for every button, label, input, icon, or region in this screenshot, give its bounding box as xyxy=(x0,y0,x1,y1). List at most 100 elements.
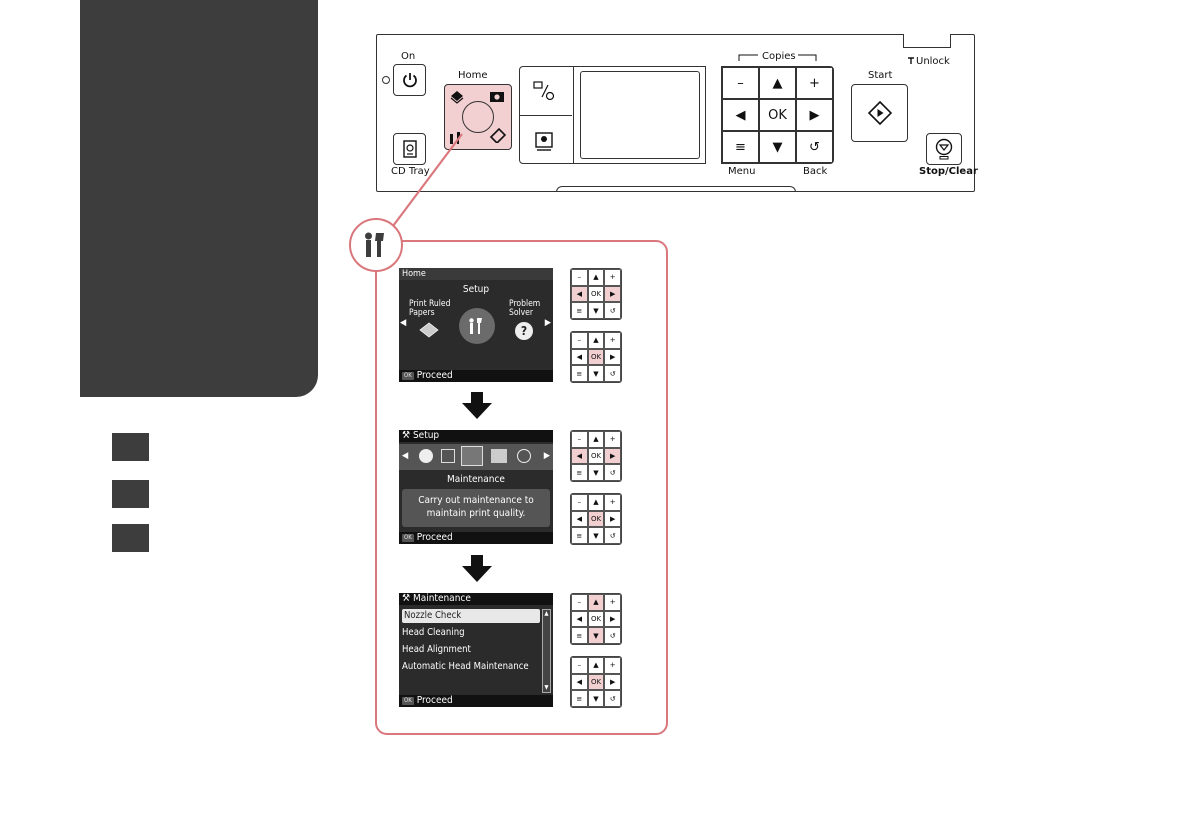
unlock-label: Unlock xyxy=(916,56,950,67)
right-button[interactable]: ▶ xyxy=(796,99,833,131)
mini-keypad-diagram: –▲+◀OK▶≡▼↺ xyxy=(570,430,622,482)
stop-button[interactable] xyxy=(926,133,962,165)
mini-key: ◀ xyxy=(571,510,588,528)
left-arrow-icon[interactable]: ◀ xyxy=(402,451,409,461)
power-led xyxy=(382,76,390,84)
power-icon xyxy=(402,73,417,88)
lcd-item-title: Maintenance xyxy=(447,474,505,485)
mini-key-highlighted: ▼ xyxy=(587,627,605,644)
mini-key-highlighted: ▶ xyxy=(604,447,621,465)
home-center-circle xyxy=(462,101,494,133)
mini-key: OK xyxy=(587,610,605,628)
mini-key: ↺ xyxy=(604,365,621,382)
lcd-header: Home xyxy=(399,268,553,280)
mini-key: ▼ xyxy=(587,302,605,319)
list-item[interactable]: Head Alignment xyxy=(402,644,471,655)
mini-key: ▲ xyxy=(587,431,605,448)
unlock-icon xyxy=(908,57,914,64)
lcd-right-option[interactable]: Problem Solver xyxy=(509,299,541,318)
setup-icon[interactable] xyxy=(459,308,495,344)
preview-icon[interactable] xyxy=(533,130,555,152)
mini-key: ↺ xyxy=(604,527,621,544)
mini-key: ▼ xyxy=(587,365,605,382)
flow-arrow-shaft xyxy=(471,392,483,404)
left-arrow-icon[interactable]: ◀ xyxy=(400,318,407,328)
mini-key: ◀ xyxy=(571,348,588,366)
mini-key: ≡ xyxy=(571,690,588,707)
lcd-home-screen: Home Setup Print Ruled Papers Problem So… xyxy=(399,268,553,382)
back-label: Back xyxy=(803,166,828,177)
mini-key-highlighted: OK xyxy=(587,348,605,366)
cd-tray-button[interactable] xyxy=(393,133,426,165)
mini-key: OK xyxy=(587,447,605,465)
mini-key: + xyxy=(604,332,621,349)
mini-key: – xyxy=(571,332,588,349)
plus-button[interactable]: + xyxy=(796,67,833,99)
left-button[interactable]: ◀ xyxy=(722,99,759,131)
copy-mode-icon xyxy=(450,91,464,104)
up-button[interactable]: ▲ xyxy=(759,67,796,99)
menu-button[interactable]: ≡ xyxy=(722,131,759,163)
mini-key: ≡ xyxy=(571,365,588,382)
ink-check-icon[interactable] xyxy=(419,449,433,463)
home-label: Home xyxy=(458,70,488,81)
setup-wrench-icon: ⚒ xyxy=(402,593,413,604)
step-marker-3 xyxy=(112,524,149,552)
maintenance-printer-icon[interactable] xyxy=(461,446,483,466)
back-button[interactable]: ↺ xyxy=(796,131,833,163)
scan-mode-icon xyxy=(489,127,507,143)
list-item[interactable]: Nozzle Check xyxy=(402,609,540,623)
scrollbar[interactable]: ▲ ▼ xyxy=(542,609,551,693)
mini-key: ▶ xyxy=(604,610,621,628)
stop-clear-label: Stop/Clear xyxy=(919,166,978,177)
ruled-paper-icon xyxy=(419,322,439,338)
home-button[interactable] xyxy=(444,84,512,150)
card-icon[interactable] xyxy=(441,449,455,463)
mini-key: + xyxy=(604,594,621,611)
mini-key: ▼ xyxy=(587,690,605,707)
mini-keypad-diagram: –▲+◀OK▶≡▼↺ xyxy=(570,656,622,708)
callout-frame xyxy=(375,240,668,735)
ok-button[interactable]: OK xyxy=(759,99,796,131)
minus-button[interactable]: – xyxy=(722,67,759,99)
menu-label: Menu xyxy=(728,166,756,177)
down-button[interactable]: ▼ xyxy=(759,131,796,163)
cd-tray-icon xyxy=(402,140,417,158)
start-button[interactable] xyxy=(851,84,908,142)
mini-key: ▲ xyxy=(587,494,605,511)
mini-key: + xyxy=(604,269,621,286)
printer-settings-icon[interactable] xyxy=(491,449,507,463)
setup-wrench-icon: ⚒ xyxy=(402,430,413,441)
mini-key-highlighted: ▶ xyxy=(604,285,621,303)
on-label: On xyxy=(401,51,416,62)
mini-key: + xyxy=(604,657,621,674)
lcd-header: ⚒ Setup xyxy=(399,430,553,442)
list-item[interactable]: Head Cleaning xyxy=(402,627,465,638)
globe-icon[interactable] xyxy=(517,449,531,463)
mini-key-highlighted: ◀ xyxy=(571,285,588,303)
power-button[interactable] xyxy=(393,64,426,96)
sidebar-tab xyxy=(80,0,318,397)
mini-key-highlighted: ▲ xyxy=(587,594,605,611)
mini-key: ↺ xyxy=(604,627,621,644)
list-item[interactable]: Automatic Head Maintenance xyxy=(402,661,529,672)
display-crop-icon[interactable] xyxy=(531,77,557,103)
mini-key-highlighted: OK xyxy=(587,673,605,691)
right-arrow-icon[interactable]: ▶ xyxy=(543,451,550,461)
mini-key: ≡ xyxy=(571,302,588,319)
mini-key: – xyxy=(571,657,588,674)
card-slot xyxy=(556,186,796,192)
mini-key: OK xyxy=(587,285,605,303)
mini-key: + xyxy=(604,494,621,511)
right-arrow-icon[interactable]: ▶ xyxy=(544,318,551,328)
mini-key: – xyxy=(571,494,588,511)
side-button-group xyxy=(519,66,574,164)
copies-bracket xyxy=(738,54,817,61)
mini-key-highlighted: OK xyxy=(587,510,605,528)
mini-key-highlighted: ◀ xyxy=(571,447,588,465)
lcd-left-option[interactable]: Print Ruled Papers xyxy=(409,299,451,318)
cd-tray-label: CD Tray xyxy=(391,166,430,177)
